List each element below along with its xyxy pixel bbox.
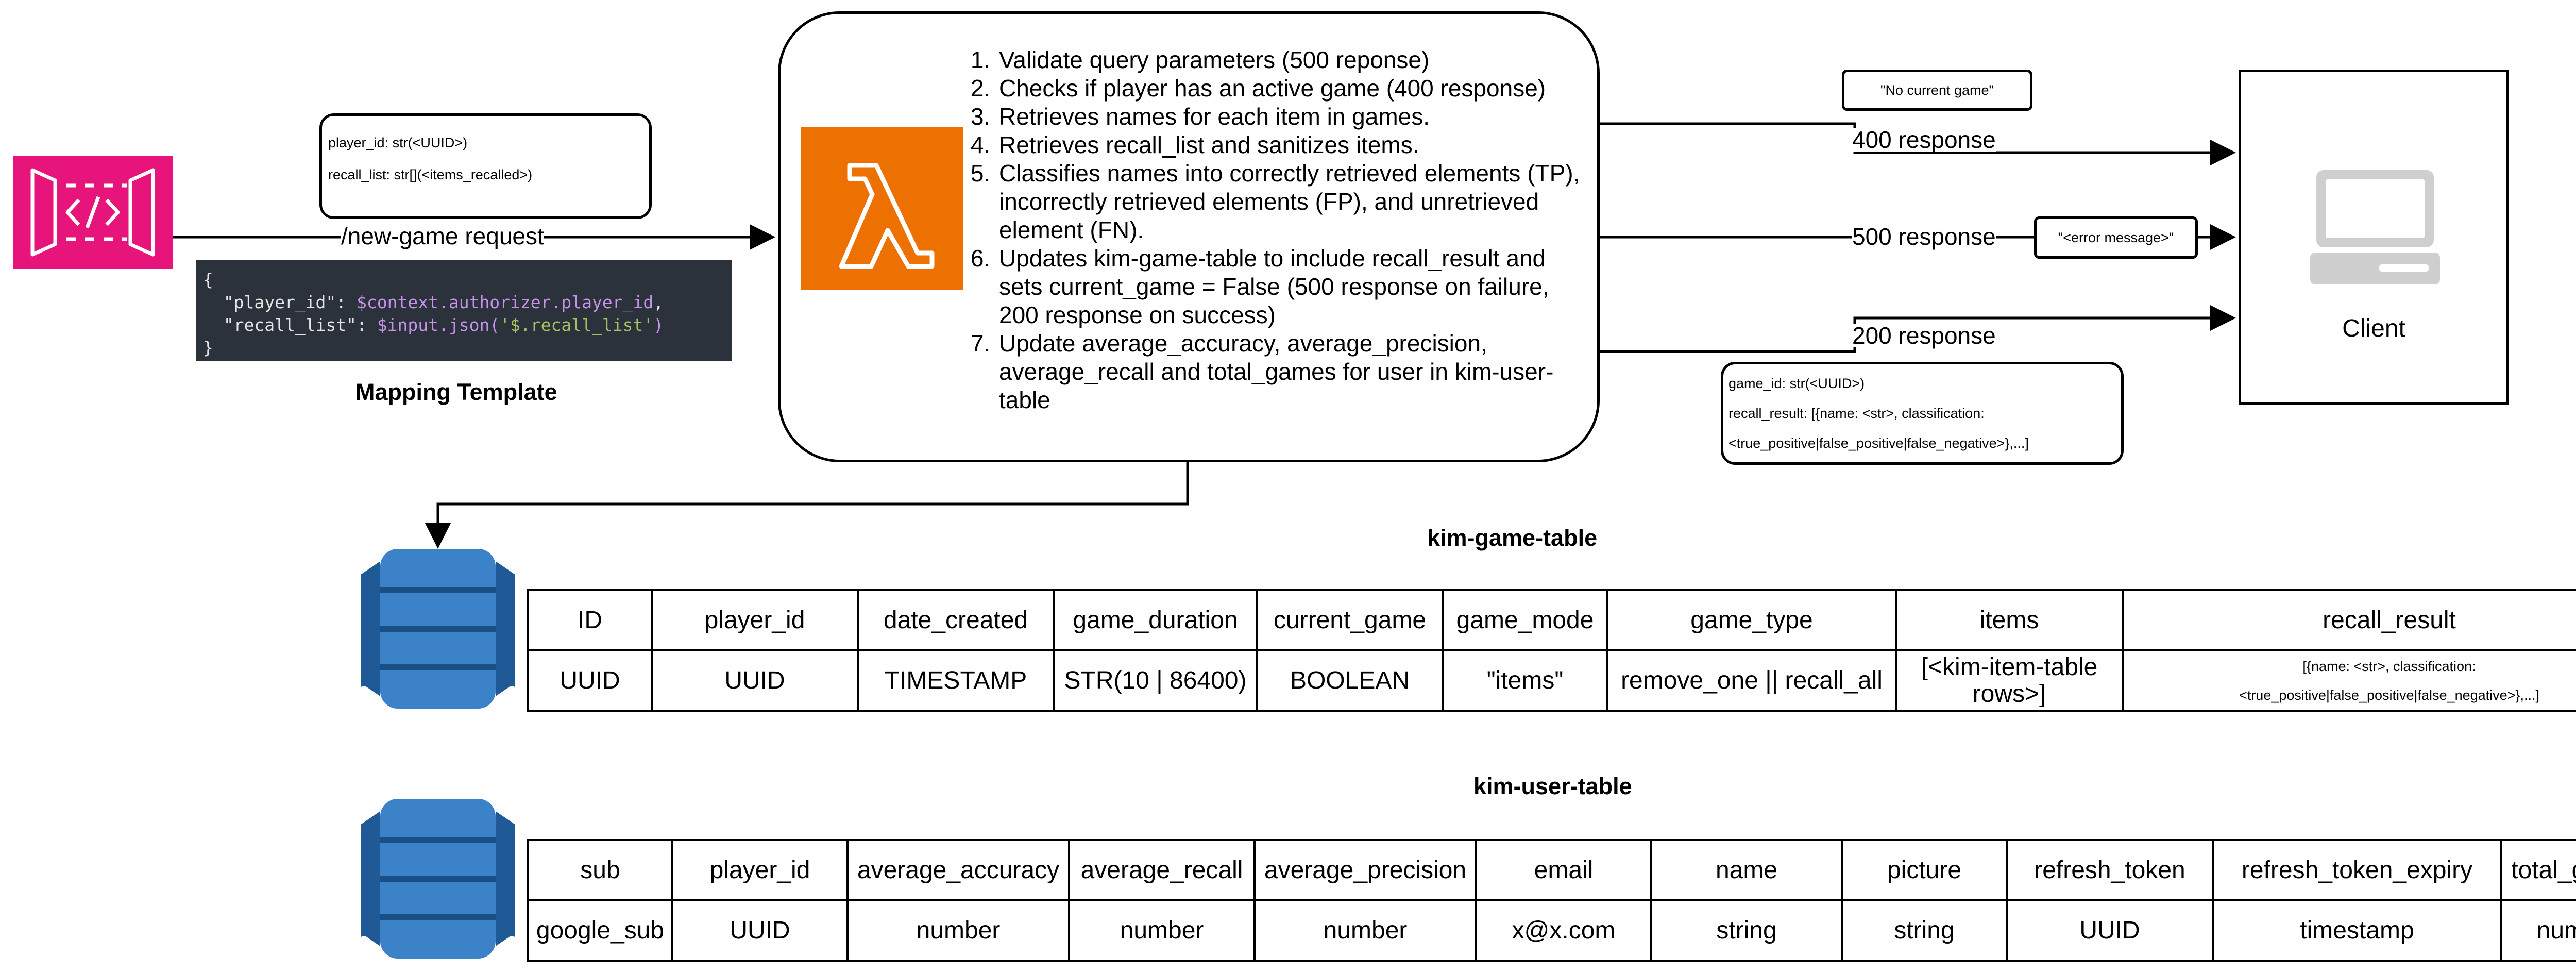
user-table-cell: string: [1841, 899, 2008, 962]
game-table-cell: "items": [1442, 649, 1608, 712]
game-table-header: date_created: [857, 589, 1055, 651]
user-table: sub player_id average_accuracy average_r…: [527, 839, 2576, 962]
user-table-header: email: [1475, 839, 1652, 901]
user-table-header: total_games: [2500, 839, 2576, 901]
mapping-template-title: Mapping Template: [355, 379, 557, 405]
game-table-header: game_duration: [1053, 589, 1258, 651]
user-table-header: sub: [527, 839, 673, 901]
game-table-title: kim-game-table: [1427, 525, 1598, 551]
db-write-arrow: [425, 461, 1189, 549]
request-param-player-id: player_id: str(<UUID>): [328, 135, 468, 150]
lambda-step: Retrieves names for each item in games.: [997, 103, 1589, 131]
lambda-box: Validate query parameters (500 reponse) …: [778, 11, 1600, 462]
user-table-cell: number: [1253, 899, 1477, 962]
lambda-icon: [801, 127, 963, 290]
user-table-header: name: [1650, 839, 1843, 901]
game-table-cell: remove_one || recall_all: [1606, 649, 1897, 712]
user-table-cell: google_sub: [527, 899, 673, 962]
mapping-template-code: { "player_id": $context.authorizer.playe…: [196, 260, 732, 361]
lambda-step: Updates kim-game-table to include recall…: [997, 244, 1589, 329]
game-table-cell: [{name: <str>, classification: <true_pos…: [2122, 649, 2576, 712]
user-table-header: player_id: [671, 839, 849, 901]
game-table-cell: STR(10 | 86400): [1053, 649, 1258, 712]
lambda-step: Update average_accuracy, average_precisi…: [997, 329, 1589, 414]
game-table-cell: TIMESTAMP: [857, 649, 1055, 712]
lambda-step: Validate query parameters (500 reponse): [997, 46, 1589, 74]
game-table-header: ID: [527, 589, 653, 651]
game-table-header: items: [1895, 589, 2124, 651]
user-table-cell: number: [846, 899, 1070, 962]
game-table-header: recall_result: [2122, 589, 2576, 651]
response-200-body-box: game_id: str(<UUID>) recall_result: [{na…: [1721, 362, 2124, 465]
lambda-step: Classifies names into correctly retrieve…: [997, 159, 1589, 244]
response-400-label: 400 response: [1852, 126, 1996, 153]
game-table-header: game_type: [1606, 589, 1897, 651]
dynamodb-icon: [361, 544, 515, 714]
user-table-cell: timestamp: [2212, 899, 2502, 962]
user-table-cell: UUID: [2006, 899, 2214, 962]
user-table-header: picture: [1841, 839, 2008, 901]
game-table-header: game_mode: [1442, 589, 1608, 651]
api-gateway-icon: [13, 156, 173, 269]
response-body-line: <true_positive|false_positive|false_nega…: [1728, 435, 2029, 451]
no-current-game-box: "No current game": [1842, 70, 2032, 111]
user-table-cell: string: [1650, 899, 1843, 962]
game-table-header: current_game: [1256, 589, 1444, 651]
user-table-cell: UUID: [671, 899, 849, 962]
user-table-title: kim-user-table: [1473, 773, 1632, 799]
response-body-line: recall_result: [{name: <str>, classifica…: [1728, 406, 1985, 421]
game-table-cell: [<kim-item-table rows>]: [1895, 649, 2124, 712]
user-table-header: refresh_token_expiry: [2212, 839, 2502, 901]
computer-icon: [2308, 170, 2442, 289]
request-label: /new-game request: [341, 223, 544, 249]
lambda-steps: Validate query parameters (500 reponse) …: [956, 46, 1589, 414]
request-param-recall-list: recall_list: str[](<items_recalled>): [328, 167, 533, 182]
request-params-box: player_id: str(<UUID>) recall_list: str[…: [319, 113, 652, 219]
response-500-label: 500 response: [1852, 223, 1996, 250]
game-table-cell: BOOLEAN: [1256, 649, 1444, 712]
client-label: Client: [2342, 315, 2405, 342]
user-table-header: refresh_token: [2006, 839, 2214, 901]
game-table: ID player_id date_created game_duration …: [527, 589, 2576, 712]
game-table-cell: UUID: [651, 649, 859, 712]
response-200-label: 200 response: [1852, 322, 1996, 349]
user-table-cell: number: [1068, 899, 1256, 962]
game-table-header: player_id: [651, 589, 859, 651]
game-table-cell: UUID: [527, 649, 653, 712]
error-message-box: "<error message>": [2034, 216, 2198, 259]
dynamodb-icon: [361, 794, 515, 964]
user-table-header: average_precision: [1253, 839, 1477, 901]
user-table-header: average_recall: [1068, 839, 1256, 901]
user-table-cell: number: [2500, 899, 2576, 962]
client-box: Client: [2239, 70, 2509, 405]
lambda-step: Retrieves recall_list and sanitizes item…: [997, 131, 1589, 159]
user-table-cell: x@x.com: [1475, 899, 1652, 962]
user-table-header: average_accuracy: [846, 839, 1070, 901]
response-body-line: game_id: str(<UUID>): [1728, 376, 1865, 391]
lambda-step: Checks if player has an active game (400…: [997, 74, 1589, 103]
